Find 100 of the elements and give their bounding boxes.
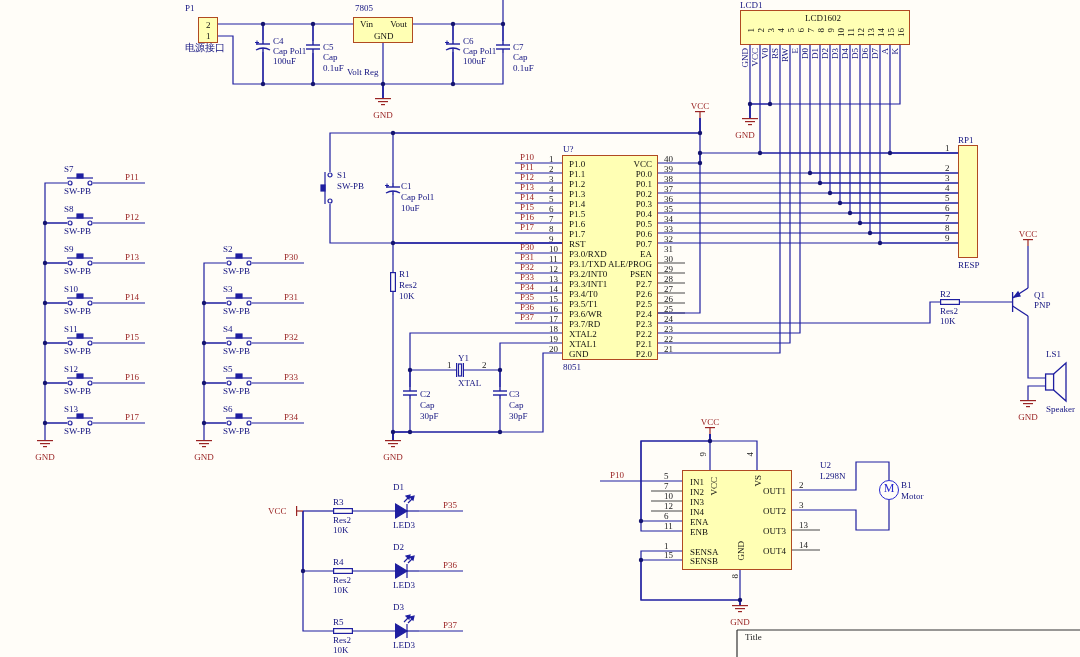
component-label: LED3 (393, 580, 415, 590)
power-net-label: GND (729, 617, 751, 627)
wire (92, 302, 146, 304)
wire (1027, 245, 1029, 289)
pin-number: 10 (549, 243, 558, 254)
wire (312, 23, 354, 42)
pin-name: 6 (796, 28, 806, 33)
component-label: Res2 (399, 280, 417, 290)
driver-ic-body (682, 470, 792, 570)
push-button-symbol (226, 253, 252, 265)
wire (92, 382, 146, 384)
wire (262, 23, 314, 42)
component-label: SW-PB (223, 426, 250, 436)
pin-name: 10 (836, 28, 846, 37)
pin-name: P2.4 (635, 309, 652, 319)
wire (251, 342, 305, 344)
component-label: 10K (399, 291, 415, 301)
pin-number: 2 (945, 162, 950, 173)
pin-name: OUT1 (763, 486, 786, 496)
component-label: SW-PB (64, 226, 91, 236)
component-label: S2 (223, 244, 233, 254)
pin-name: P3.3/INT1 (569, 279, 608, 289)
pin-number: 22 (664, 333, 673, 344)
wire (599, 480, 683, 482)
microcontroller-body (562, 155, 658, 360)
wire (352, 630, 396, 632)
component-label: 电源接口 (185, 43, 225, 53)
wire (251, 302, 305, 304)
pin-name: P1.0 (569, 159, 586, 169)
pin-name: ENB (690, 527, 708, 537)
pin-name: 13 (866, 28, 876, 37)
component-label: Q1 (1034, 290, 1045, 300)
pin-number: 14 (799, 539, 808, 550)
pin-name: P3.6/WR (569, 309, 603, 319)
wire (392, 242, 563, 273)
wire (352, 570, 396, 572)
component-label: Cap Pol1 (273, 46, 307, 56)
pin-number: 2 (799, 479, 804, 490)
regulator-body (353, 17, 413, 43)
wire (514, 232, 563, 234)
net-label: P14 (515, 192, 537, 203)
pin-name: VCC (710, 477, 719, 496)
pin-name: EA (640, 249, 652, 259)
component-label: R3 (333, 497, 344, 507)
pin-number: 14 (549, 283, 558, 294)
net-label: P15 (515, 202, 537, 213)
pin-name: 3 (766, 28, 776, 33)
net-label: P12 (515, 172, 537, 183)
net-label: P11 (125, 172, 145, 183)
wire (514, 282, 563, 284)
wire (44, 222, 68, 264)
pin-name: P0.2 (635, 189, 652, 199)
led-symbol (395, 493, 419, 518)
component-label: L298N (820, 471, 846, 481)
net-label: P10 (515, 152, 537, 163)
component-label: S9 (64, 244, 74, 254)
component-label: C5 (323, 42, 334, 52)
pin-name: D3 (830, 48, 840, 59)
component-label: R1 (399, 269, 410, 279)
component-label: C2 (420, 389, 431, 399)
component-label: S4 (223, 324, 233, 334)
component-label: 10K (333, 645, 349, 655)
component-label: SW-PB (64, 306, 91, 316)
pin-name: D0 (800, 48, 810, 59)
component-label: Cap (509, 400, 524, 410)
net-label: P32 (515, 262, 537, 273)
power-net-label: GND (734, 130, 756, 140)
wire (739, 569, 741, 606)
pin-number: 35 (664, 203, 673, 214)
component-label: Cap (323, 52, 338, 62)
pin-name: P1.3 (569, 189, 586, 199)
component-label: S7 (64, 164, 74, 174)
wire (92, 262, 146, 264)
pin-name: 1 (206, 31, 211, 41)
transistor-symbol (1012, 288, 1028, 316)
pin-number: 9 (699, 452, 708, 457)
pin-number: 27 (664, 283, 673, 294)
power-net-label: VCC (689, 101, 711, 111)
pin-name: P3.4/T0 (569, 289, 598, 299)
wire (514, 202, 563, 204)
wire (889, 44, 959, 154)
pin-name: GND (740, 48, 750, 68)
component-label: Y1 (458, 353, 469, 363)
pin-number: 7 (945, 212, 950, 223)
power-net-label: GND (193, 452, 215, 462)
pin-name: ENA (690, 517, 709, 527)
pin-number: 9 (549, 233, 554, 244)
net-label: P37 (515, 312, 537, 323)
pin-number: 1 (664, 540, 669, 551)
net-label: P15 (125, 332, 145, 343)
crystal-symbol (456, 363, 464, 377)
component-label: 10K (940, 316, 956, 326)
component-label: D1 (393, 482, 404, 492)
net-label: P33 (515, 272, 537, 283)
component-label: LCD1 (740, 0, 763, 10)
component-label: 100uF (463, 56, 486, 66)
component-label: SW-PB (223, 306, 250, 316)
pin-name: 7 (806, 28, 816, 33)
net-label: P12 (125, 212, 145, 223)
resistor-symbol (940, 299, 960, 305)
